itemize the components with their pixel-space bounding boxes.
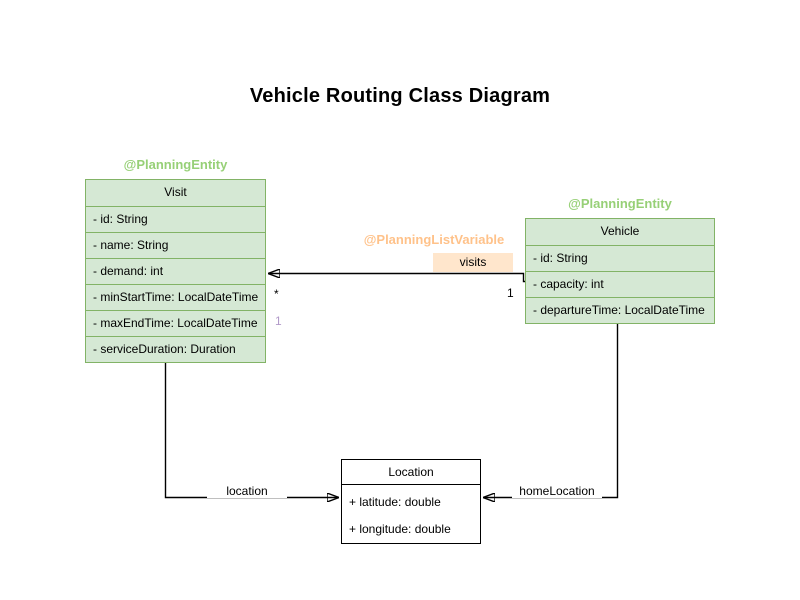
visit-attr-demand: - demand: int: [86, 258, 265, 284]
location-class-name: Location: [342, 460, 480, 485]
home-location-edge-label: homeLocation: [512, 484, 602, 498]
diagram-title: Vehicle Routing Class Diagram: [249, 85, 551, 107]
visits-edge: [268, 274, 526, 283]
vehicle-attr-departure-time: - departureTime: LocalDateTime: [526, 297, 714, 323]
vehicle-attr-capacity: - capacity: int: [526, 271, 714, 297]
vehicle-class-name: Vehicle: [600, 224, 640, 238]
visit-attr-service-duration: - serviceDuration: Duration: [86, 336, 265, 362]
location-edge-label: location: [207, 484, 287, 498]
planning-list-variable-annotation: @PlanningListVariable: [363, 232, 505, 247]
visit-class-name: Visit: [164, 185, 187, 199]
location-attr-latitude: + latitude: double: [349, 495, 441, 509]
visit-class-box: Visit - id: String - name: String - dema…: [85, 179, 266, 363]
visits-target-multiplicity: *: [274, 287, 279, 301]
home-location-edge: [483, 322, 619, 498]
visits-edge-label: visits: [433, 253, 513, 272]
visits-source-multiplicity: 1: [507, 286, 514, 300]
location-attr-longitude: + longitude: double: [349, 522, 451, 536]
visits-extra-multiplicity: 1: [275, 314, 282, 328]
visit-attr-max-end-time: - maxEndTime: LocalDateTime: [86, 310, 265, 336]
location-edge: [164, 361, 339, 498]
vehicle-class-box: Vehicle - id: String - capacity: int - d…: [525, 218, 715, 324]
vehicle-attr-id: - id: String: [526, 245, 714, 271]
vehicle-planning-entity-annotation: @PlanningEntity: [568, 196, 672, 211]
visit-attr-name: - name: String: [86, 232, 265, 258]
visit-attr-min-start-time: - minStartTime: LocalDateTime: [86, 284, 265, 310]
visit-attr-id: - id: String: [86, 206, 265, 232]
location-class-box: Location + latitude: double + longitude:…: [341, 459, 481, 544]
visit-planning-entity-annotation: @PlanningEntity: [123, 157, 228, 172]
